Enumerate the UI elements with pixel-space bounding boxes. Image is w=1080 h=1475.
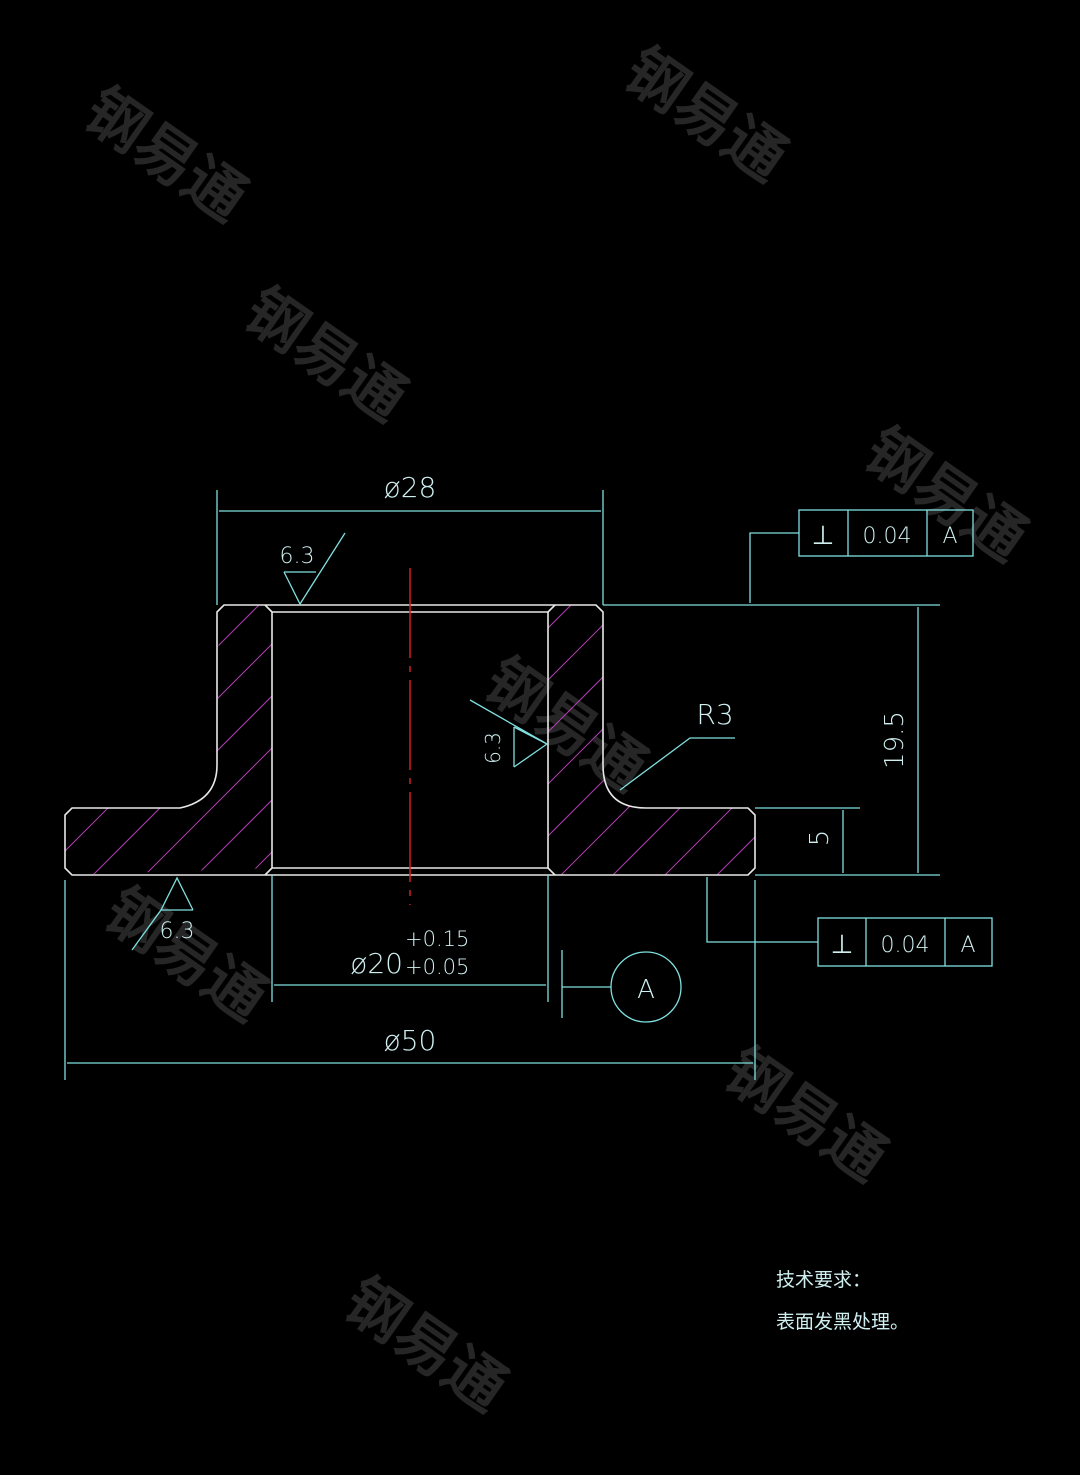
hatch-line [276,600,576,900]
svg-text:+0.15: +0.15 [405,927,469,951]
hatch-line [223,605,272,875]
hatch-line [0,600,56,900]
svg-text:钢易通: 钢易通 [231,275,419,436]
hatch-line [65,605,265,875]
hatch-line [65,605,109,875]
svg-text:19.5: 19.5 [880,711,910,769]
svg-text:钢易通: 钢易通 [71,75,259,236]
hatch-line [548,605,629,875]
dim-heights: 19.5 5 [603,604,940,876]
dim-flange-diameter: ø50 [64,880,756,1080]
svg-text:0.04: 0.04 [881,933,930,958]
fillet-leader: R3 [619,698,735,791]
hatch-line [0,600,4,900]
svg-text:R3: R3 [696,698,733,731]
hatch-line [65,605,272,875]
hatch-line [0,600,108,900]
svg-text:6.3: 6.3 [280,544,315,569]
hatch-line [900,600,1080,900]
svg-text:钢易通: 钢易通 [611,35,799,196]
hatch-line [1004,600,1080,900]
hatch-line [0,600,56,900]
hatch-line [65,605,213,875]
svg-text:ø50: ø50 [384,1024,437,1057]
roughness-bottom: 6.3 [131,876,195,951]
hatch-line [639,605,755,875]
svg-text:0.04: 0.04 [863,524,912,549]
hatch-line [67,605,272,875]
hatch-line [65,605,161,875]
svg-text:钢易通: 钢易通 [711,1035,899,1196]
svg-text:钢易通: 钢易通 [91,875,279,1036]
roughness-bore: 6.3 [469,699,549,768]
hatch-line [0,600,4,900]
svg-text:钢易通: 钢易通 [331,1265,519,1426]
hatch-line [0,600,264,900]
svg-text:表面发黑处理。: 表面发黑处理。 [776,1311,909,1333]
hatch-line [0,600,160,900]
svg-text:A: A [942,524,957,549]
part-outline [64,604,756,876]
hatch-line [1056,600,1080,900]
svg-text:A: A [960,933,975,958]
hatch-line [119,605,272,875]
technical-notes: 技术要求： 表面发黑处理。 [776,1269,909,1333]
svg-text:⊥: ⊥ [831,930,854,960]
hatch-line [548,605,577,875]
dim-top-diameter: ø28 [216,471,604,605]
svg-text:⊥: ⊥ [812,521,835,551]
svg-text:5: 5 [805,830,835,847]
hatch-line [0,600,212,900]
hatch-line [171,605,272,875]
svg-text:6.3: 6.3 [160,919,195,944]
hatch-line [548,605,733,875]
svg-text:钢易通: 钢易通 [851,415,1039,576]
hatch-line [1056,600,1080,900]
hatch-line [796,600,1080,900]
svg-text:6.3: 6.3 [481,732,505,764]
dim-bore-diameter: ø20 +0.15 +0.05 [271,875,549,1002]
hatch-line [900,600,1080,900]
hatch-line [1004,600,1080,900]
svg-text:技术要求：: 技术要求： [776,1269,871,1291]
tolerance-frame-top: ⊥ 0.04 A [749,509,974,603]
svg-text:A: A [637,975,655,1005]
hatch-line [952,600,1080,900]
tolerance-frame-bottom: ⊥ 0.04 A [706,877,993,967]
hatch-line [796,600,1080,900]
svg-text:ø20: ø20 [350,947,403,980]
datum-a: A [561,950,682,1023]
dim-text-28: ø28 [384,471,437,504]
svg-text:+0.05: +0.05 [405,955,469,979]
hatch-line [952,600,1080,900]
roughness-top: 6.3 [280,532,346,606]
hatch-line [691,605,755,875]
